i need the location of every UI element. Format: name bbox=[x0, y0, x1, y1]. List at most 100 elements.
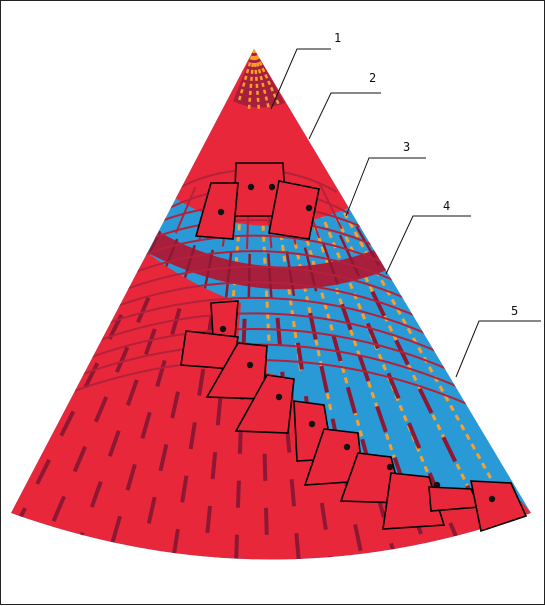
brick-joint bbox=[353, 523, 363, 552]
apex-joint bbox=[237, 49, 256, 102]
apex-springer bbox=[233, 49, 285, 108]
brick-joint bbox=[235, 480, 241, 508]
brick-joint bbox=[319, 365, 329, 393]
brick-joint bbox=[234, 534, 240, 560]
brick-joint bbox=[143, 328, 157, 356]
voussoir bbox=[428, 486, 481, 512]
brick-joint bbox=[89, 481, 103, 508]
brick-joint bbox=[136, 296, 151, 324]
ring-joint bbox=[247, 253, 251, 299]
brick-joint bbox=[115, 346, 130, 373]
ring-joint bbox=[285, 251, 296, 296]
brick-joint bbox=[107, 430, 121, 457]
brick-joint bbox=[59, 410, 76, 437]
ring-joint bbox=[338, 234, 360, 277]
brick-joint bbox=[83, 362, 100, 389]
voussoir-dot bbox=[305, 204, 313, 212]
leader-line bbox=[385, 215, 471, 275]
voussoir-dot bbox=[488, 495, 496, 503]
brick-joint bbox=[370, 290, 386, 317]
brick-joint bbox=[241, 318, 247, 346]
brick-joint bbox=[135, 549, 145, 560]
brick-joint bbox=[200, 559, 207, 560]
ring-joint bbox=[224, 252, 233, 298]
label-4: 4 bbox=[443, 199, 450, 213]
brick-joint bbox=[345, 386, 357, 414]
brick-joint bbox=[441, 436, 458, 463]
voussoir-dot bbox=[386, 463, 394, 471]
label-2: 2 bbox=[369, 71, 376, 85]
apex-joint bbox=[252, 49, 281, 106]
brick-joint bbox=[125, 463, 137, 491]
callout-labels: 1 2 3 4 5 bbox=[334, 31, 518, 318]
brick-joint bbox=[22, 422, 40, 448]
brick-joint bbox=[170, 307, 182, 336]
brick-joint bbox=[30, 545, 45, 560]
voussoir-dot bbox=[219, 325, 227, 333]
brick-joint bbox=[146, 496, 157, 524]
ring-joint bbox=[321, 241, 340, 285]
brick-joint bbox=[234, 589, 235, 606]
label-3: 3 bbox=[403, 140, 410, 154]
brick-joint bbox=[158, 443, 169, 472]
leader-line bbox=[308, 92, 381, 140]
voussoir-dot bbox=[275, 393, 283, 401]
voussoir-dot bbox=[246, 361, 254, 369]
brick-joint bbox=[76, 328, 94, 354]
brick-joint bbox=[155, 359, 167, 387]
brick-joint bbox=[262, 453, 268, 481]
upper-brick-band bbox=[175, 49, 353, 226]
label-1: 1 bbox=[334, 31, 341, 45]
brick-joint bbox=[275, 317, 282, 346]
brick-joint bbox=[427, 558, 441, 560]
voussoir bbox=[194, 182, 239, 240]
leader-line bbox=[345, 157, 426, 217]
brick-joint bbox=[319, 502, 328, 530]
brick-joint bbox=[49, 375, 67, 401]
brick-joint bbox=[318, 183, 343, 230]
brick-joint bbox=[174, 186, 197, 234]
voussoir-dot bbox=[268, 183, 276, 191]
voussoir bbox=[234, 374, 295, 434]
brick-joint bbox=[294, 532, 301, 560]
brick-joint bbox=[366, 577, 372, 603]
brick-joint bbox=[13, 385, 33, 411]
joint-line bbox=[252, 49, 333, 412]
brick-joint bbox=[170, 391, 180, 419]
apex-joint bbox=[252, 49, 261, 112]
brick-joint bbox=[51, 495, 66, 523]
brick-joint bbox=[267, 562, 268, 589]
apex-joint-lines bbox=[237, 49, 281, 112]
joint-line bbox=[252, 49, 508, 507]
brick-joint bbox=[171, 528, 180, 556]
brick-joint bbox=[210, 451, 218, 480]
joint-line bbox=[252, 49, 401, 472]
brick-joint bbox=[301, 587, 303, 606]
voussoir-dot bbox=[217, 208, 225, 216]
voussoir bbox=[470, 480, 528, 533]
brick-joint bbox=[73, 295, 92, 321]
brick-joint bbox=[98, 568, 105, 594]
brick-joint bbox=[165, 582, 169, 606]
brick-joint bbox=[11, 468, 13, 495]
brick-joint bbox=[197, 368, 206, 396]
voussoir bbox=[268, 180, 320, 240]
brick-joint bbox=[35, 458, 51, 485]
brick-joint bbox=[125, 379, 139, 406]
brick-joint bbox=[43, 340, 62, 366]
label-5: 5 bbox=[511, 304, 518, 318]
leader-line bbox=[270, 48, 331, 110]
ring-joint bbox=[267, 253, 273, 299]
brick-joint bbox=[289, 479, 296, 507]
brick-joint bbox=[264, 507, 269, 535]
voussoir-dot bbox=[308, 420, 316, 428]
brick-joint bbox=[103, 281, 121, 308]
brick-joint bbox=[72, 445, 88, 473]
brick-joint bbox=[71, 531, 85, 559]
callout-leaders bbox=[270, 48, 541, 378]
brick-joint bbox=[110, 515, 122, 543]
brick-joint bbox=[215, 398, 223, 426]
